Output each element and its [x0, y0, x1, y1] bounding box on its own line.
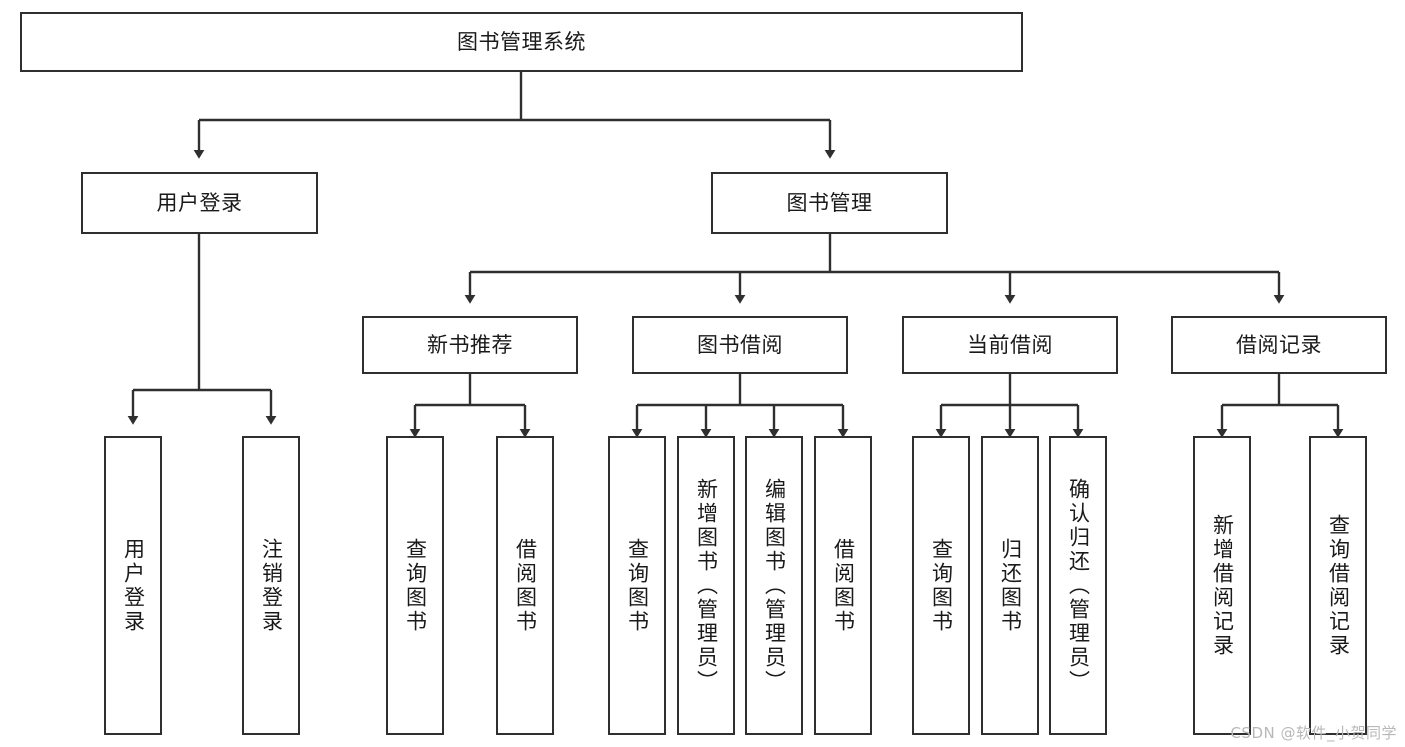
leaf-book-borrow-query-book[interactable]: 查询图书 [608, 436, 666, 735]
node-label: 借阅图书 [513, 537, 538, 634]
leaf-user-login-login[interactable]: 用户登录 [104, 436, 162, 735]
node-book-borrow[interactable]: 图书借阅 [632, 316, 848, 374]
node-label: 新增借阅记录 [1210, 513, 1235, 658]
node-label: 确认归还（管理员） [1066, 477, 1091, 694]
leaf-current-borrow-confirm-return-admin[interactable]: 确认归还（管理员） [1049, 436, 1107, 735]
node-current-borrow[interactable]: 当前借阅 [902, 316, 1118, 374]
node-label: 查询图书 [625, 537, 650, 634]
node-label: 新书推荐 [427, 332, 513, 357]
node-user-login[interactable]: 用户登录 [81, 172, 318, 234]
node-book-management[interactable]: 图书管理 [711, 172, 948, 234]
leaf-book-borrow-edit-book-admin[interactable]: 编辑图书（管理员） [745, 436, 803, 735]
leaf-borrow-record-add-record[interactable]: 新增借阅记录 [1193, 436, 1251, 735]
node-borrow-record[interactable]: 借阅记录 [1171, 316, 1387, 374]
leaf-book-borrow-add-book-admin[interactable]: 新增图书（管理员） [677, 436, 735, 735]
node-label: 新增图书（管理员） [694, 477, 719, 694]
node-label: 当前借阅 [967, 332, 1053, 357]
node-label: 借阅记录 [1236, 332, 1322, 357]
node-label: 编辑图书（管理员） [762, 477, 787, 694]
node-label: 归还图书 [998, 537, 1023, 634]
csdn-watermark: CSDN @软件_小贺同学 [1230, 724, 1397, 742]
node-label: 查询借阅记录 [1326, 513, 1351, 658]
node-label: 查询图书 [929, 537, 954, 634]
node-label: 图书借阅 [697, 332, 783, 357]
leaf-user-login-logout[interactable]: 注销登录 [242, 436, 300, 735]
node-label: 用户登录 [121, 537, 146, 634]
leaf-borrow-record-query-record[interactable]: 查询借阅记录 [1309, 436, 1367, 735]
leaf-current-borrow-query-book[interactable]: 查询图书 [912, 436, 970, 735]
node-label: 查询图书 [403, 537, 428, 634]
node-label: 注销登录 [259, 537, 284, 634]
leaf-book-borrow-borrow-book[interactable]: 借阅图书 [814, 436, 872, 735]
node-new-book-recommend[interactable]: 新书推荐 [362, 316, 578, 374]
leaf-new-book-borrow-book[interactable]: 借阅图书 [496, 436, 554, 735]
leaf-current-borrow-return-book[interactable]: 归还图书 [981, 436, 1039, 735]
node-label: 图书管理 [786, 190, 873, 215]
leaf-new-book-query-book[interactable]: 查询图书 [386, 436, 444, 735]
node-label: 借阅图书 [831, 537, 856, 634]
node-label: 用户登录 [156, 190, 243, 215]
node-label: 图书管理系统 [457, 29, 586, 54]
node-root-book-management-system[interactable]: 图书管理系统 [20, 12, 1023, 72]
